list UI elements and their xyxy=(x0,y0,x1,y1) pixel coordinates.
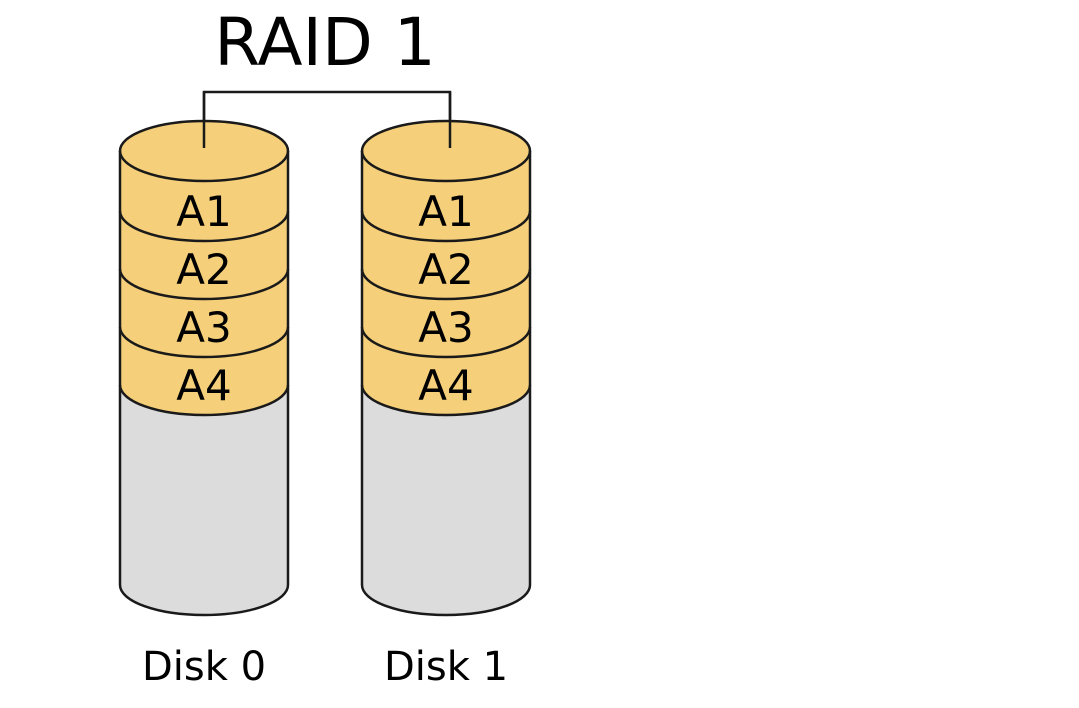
disk-0-band-a3 xyxy=(120,269,288,357)
diagram-title: RAID 1 xyxy=(214,4,436,81)
disk-1: A1 A2 A3 A4 Disk 1 xyxy=(360,119,532,690)
disk-1-sep-4 xyxy=(360,384,532,417)
disk-1-band-a2 xyxy=(362,211,530,299)
disk-1-label: Disk 1 xyxy=(384,644,508,690)
disk-1-outline xyxy=(360,151,532,617)
disk-0-sep-2 xyxy=(118,268,290,301)
disk-1-band-a4 xyxy=(362,327,530,415)
disk-0-block-label: A4 xyxy=(176,361,231,410)
disk-0-band-a2 xyxy=(120,211,288,299)
disk-1-block-label: A4 xyxy=(418,361,473,410)
disk-1-band-a3 xyxy=(362,269,530,357)
mirror-connector-tips xyxy=(202,92,452,148)
disk-0-block-label: A2 xyxy=(176,245,231,294)
disk-0-label: Disk 0 xyxy=(142,644,266,690)
disk-1-sep-1 xyxy=(360,210,532,243)
disk-0-band-empty xyxy=(120,385,288,615)
disk-0-block-label: A1 xyxy=(176,187,231,236)
disk-1-cylinder xyxy=(360,119,532,617)
disk-0-block-label: A3 xyxy=(176,303,231,352)
disk-1-block-label: A2 xyxy=(418,245,473,294)
disk-0-sep-1 xyxy=(118,210,290,243)
disk-1-band-empty xyxy=(362,385,530,615)
disk-1-top-face xyxy=(360,119,532,183)
disk-0-sep-3 xyxy=(118,326,290,359)
disk-0-outline xyxy=(118,151,290,617)
disk-0: A1 A2 A3 A4 Disk 0 xyxy=(118,119,290,690)
disk-0-cylinder xyxy=(118,119,290,617)
disk-0-sep-4 xyxy=(118,384,290,417)
disk-0-band-a4 xyxy=(120,327,288,415)
disk-1-sep-3 xyxy=(360,326,532,359)
disk-1-sep-2 xyxy=(360,268,532,301)
disk-1-block-label: A1 xyxy=(418,187,473,236)
disk-1-block-label: A3 xyxy=(418,303,473,352)
